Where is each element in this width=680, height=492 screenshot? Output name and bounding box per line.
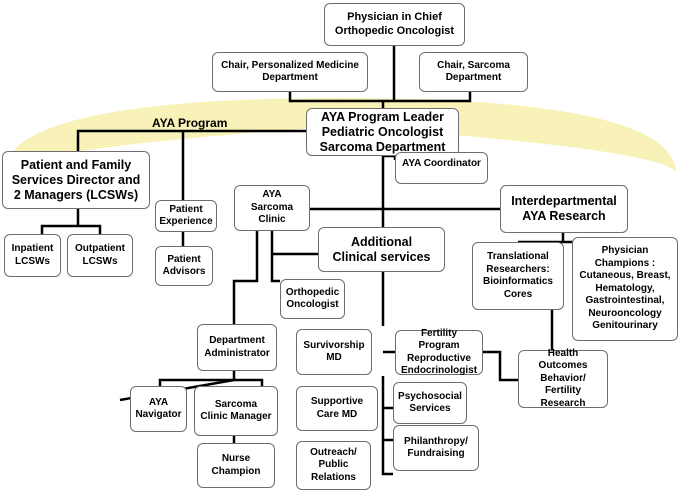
health-outcomes-node: Health Outcomes Behavior/ Fertility Rese… <box>518 347 608 409</box>
connector <box>483 350 518 382</box>
psychosocial-services-node: Psychosocial Services <box>393 382 467 424</box>
physician-champions-node: Physician Champions : Cutaneous, Breast,… <box>572 237 678 341</box>
additional-clinical-services-label: Additional Clinical services <box>332 234 431 264</box>
aya-coordinator-label: AYA Coordinator <box>402 158 481 169</box>
chair-personalized-medicine-label: Chair, Personalized Medicine Department <box>221 59 359 84</box>
aya-navigator-label: AYA Navigator <box>135 396 182 421</box>
physician-in-chief-label: Physician in Chief Orthopedic Oncologist <box>334 10 455 37</box>
patient-experience-node: Patient Experience <box>155 200 217 232</box>
aya-program-label: AYA Program <box>152 116 228 130</box>
connector <box>288 91 472 103</box>
aya-program-arc <box>4 98 676 174</box>
nurse-champion-node: Nurse Champion <box>197 443 275 488</box>
interdepartmental-research-label: Interdepartmental AYA Research <box>511 194 617 223</box>
outreach-public-relations-node: Outreach/ Public Relations <box>296 441 371 490</box>
sarcoma-clinic-manager-node: Sarcoma Clinic Manager <box>194 386 278 436</box>
patient-family-services-label: Patient and Family Services Director and… <box>11 157 141 202</box>
nurse-champion-label: Nurse Champion <box>211 453 261 477</box>
sarcoma-clinic-manager-label: Sarcoma Clinic Manager <box>200 398 272 423</box>
patient-experience-label: Patient Experience <box>159 203 213 228</box>
outpatient-lcsws-label: Outpatient LCSWs <box>75 243 125 267</box>
fertility-program-label: Fertility Program Reproductive Endocrino… <box>400 327 478 377</box>
outreach-public-relations-label: Outreach/ Public Relations <box>310 446 357 483</box>
connector <box>381 376 393 476</box>
supportive-care-md-node: Supportive Care MD <box>296 386 378 431</box>
outpatient-lcsws-node: Outpatient LCSWs <box>67 234 133 277</box>
orthopedic-oncologist-label: Orthopedic Oncologist <box>285 286 340 311</box>
aya-program-leader-label: AYA Program Leader Pediatric Oncologist … <box>319 109 446 154</box>
patient-advisors-node: Patient Advisors <box>155 246 213 286</box>
department-administrator-node: Department Administrator <box>197 324 277 371</box>
aya-sarcoma-clinic-node: AYA Sarcoma Clinic <box>234 185 310 231</box>
fertility-program-node: Fertility Program Reproductive Endocrino… <box>395 327 483 377</box>
aya-navigator-node: AYA Navigator <box>130 386 187 432</box>
patient-family-services-node: Patient and Family Services Director and… <box>2 151 150 209</box>
translational-researchers-node: Translational Researchers: Bioinformatic… <box>472 242 564 310</box>
aya-coordinator-node: AYA Coordinator <box>395 152 488 184</box>
connector <box>383 154 397 160</box>
patient-advisors-label: Patient Advisors <box>162 253 206 278</box>
inpatient-lcsws-label: Inpatient LCSWs <box>11 243 54 267</box>
connector <box>76 129 306 151</box>
department-administrator-label: Department Administrator <box>204 335 270 359</box>
survivorship-md-label: Survivorship MD <box>303 339 365 364</box>
philanthropy-fundraising-label: Philanthropy/ Fundraising <box>404 435 468 460</box>
connector <box>232 230 259 324</box>
physician-champions-label: Physician Champions : Cutaneous, Breast,… <box>579 245 671 332</box>
inpatient-lcsws-node: Inpatient LCSWs <box>4 234 61 277</box>
translational-researchers-label: Translational Researchers: Bioinformatic… <box>482 251 553 300</box>
supportive-care-md-label: Supportive Care MD <box>310 396 364 420</box>
philanthropy-fundraising-node: Philanthropy/ Fundraising <box>393 425 479 471</box>
physician-in-chief-node: Physician in Chief Orthopedic Oncologist <box>324 3 465 46</box>
chair-sarcoma-node: Chair, Sarcoma Department <box>419 52 528 92</box>
interdepartmental-research-node: Interdepartmental AYA Research <box>500 185 628 233</box>
connector <box>40 224 102 234</box>
orthopedic-oncologist-node: Orthopedic Oncologist <box>280 279 345 319</box>
aya-program-leader-node: AYA Program Leader Pediatric Oncologist … <box>306 108 459 156</box>
survivorship-md-node: Survivorship MD <box>296 329 372 375</box>
connector <box>232 370 264 386</box>
additional-clinical-services-node: Additional Clinical services <box>318 227 445 272</box>
connector <box>158 378 234 386</box>
psychosocial-services-label: Psychosocial Services <box>398 390 462 415</box>
chair-personalized-medicine-node: Chair, Personalized Medicine Department <box>212 52 368 92</box>
health-outcomes-label: Health Outcomes Behavior/ Fertility Rese… <box>538 347 588 409</box>
chair-sarcoma-label: Chair, Sarcoma Department <box>437 59 510 84</box>
connector <box>270 230 280 283</box>
aya-sarcoma-clinic-label: AYA Sarcoma Clinic <box>250 189 294 226</box>
